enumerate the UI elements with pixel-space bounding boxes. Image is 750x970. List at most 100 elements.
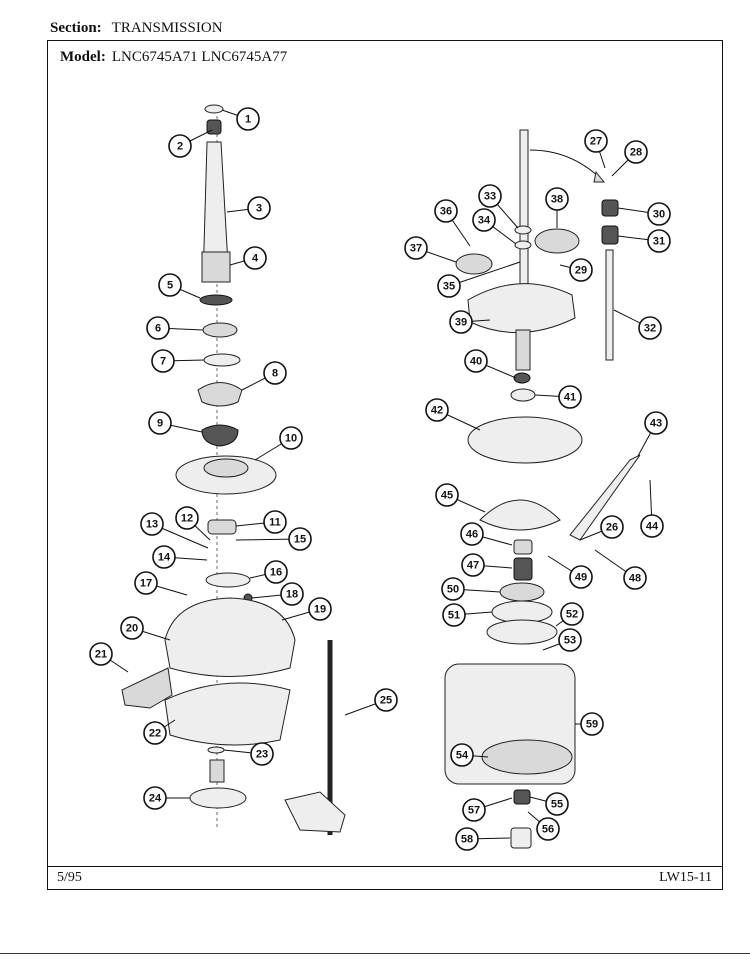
callout-number-24: 24 [149, 793, 162, 805]
callout-number-27: 27 [590, 136, 602, 148]
callout-38: 38 [545, 187, 569, 211]
callout-circle-41 [558, 385, 582, 409]
callout-35: 35 [437, 274, 461, 298]
callout-circle-33 [478, 184, 502, 208]
callout-circle-5 [158, 273, 182, 297]
part-spring-31 [601, 225, 619, 245]
part-washer-16 [205, 572, 251, 588]
callout-number-4: 4 [252, 253, 259, 265]
section-value: TRANSMISSION [111, 20, 223, 36]
callout-circle-21 [89, 642, 113, 666]
model-header: Model:LNC6745A71 LNC6745A77 [60, 49, 287, 66]
callout-circle-54 [450, 743, 474, 767]
callout-number-17: 17 [140, 578, 152, 590]
callout-43: 43 [644, 411, 668, 435]
callout-circle-49 [569, 565, 593, 589]
callout-number-19: 19 [314, 604, 326, 616]
callout-25: 25 [374, 688, 398, 712]
callout-circle-15 [288, 527, 312, 551]
callout-17: 17 [134, 571, 158, 595]
section-header: Section:TRANSMISSION [50, 20, 223, 37]
part-clutch-55 [513, 789, 531, 805]
callout-24: 24 [143, 786, 167, 810]
callout-11: 11 [263, 510, 287, 534]
callout-circle-30 [647, 202, 671, 226]
part-shift-arm-25 [284, 791, 346, 833]
callout-20: 20 [120, 616, 144, 640]
callout-44: 44 [640, 514, 664, 538]
callout-22: 22 [143, 721, 167, 745]
part-drive-wheel-54 [481, 739, 573, 775]
callout-number-28: 28 [630, 147, 642, 159]
callout-circle-19 [308, 597, 332, 621]
callout-55: 55 [545, 792, 569, 816]
callout-number-59: 59 [586, 719, 598, 731]
callout-15: 15 [288, 527, 312, 551]
callout-number-16: 16 [270, 567, 282, 579]
callout-circle-37 [404, 236, 428, 260]
callout-3: 3 [247, 196, 271, 220]
callout-19: 19 [308, 597, 332, 621]
callout-circle-44 [640, 514, 664, 538]
callout-circle-25 [374, 688, 398, 712]
part-gear-37 [455, 253, 493, 275]
callout-number-43: 43 [650, 418, 662, 430]
page-bottom-rule [0, 953, 750, 954]
callout-number-13: 13 [146, 519, 158, 531]
part-washer-6 [202, 322, 238, 338]
callout-40: 40 [464, 349, 488, 373]
callout-circle-10 [279, 426, 303, 450]
callout-number-7: 7 [160, 356, 166, 368]
callout-number-31: 31 [653, 236, 665, 248]
part-sleeve-58 [510, 827, 532, 849]
callout-circle-38 [545, 187, 569, 211]
part-spring-47 [513, 557, 533, 581]
callout-number-57: 57 [468, 805, 480, 817]
callout-58: 58 [455, 827, 479, 851]
callout-circle-53 [558, 628, 582, 652]
callout-circle-18 [280, 582, 304, 606]
callout-number-42: 42 [431, 405, 443, 417]
footer-rule [47, 866, 723, 867]
callout-number-29: 29 [575, 265, 587, 277]
callout-circle-9 [148, 411, 172, 435]
callout-number-35: 35 [443, 281, 455, 293]
callout-41: 41 [558, 385, 582, 409]
callout-42: 42 [425, 398, 449, 422]
callout-number-18: 18 [286, 589, 298, 601]
part-gear-case-39 [467, 283, 576, 334]
part-ring-23 [207, 746, 225, 754]
footer-date: 5/95 [57, 870, 82, 885]
callout-circle-28 [624, 140, 648, 164]
callout-number-38: 38 [551, 194, 563, 206]
callout-number-39: 39 [455, 317, 467, 329]
callout-number-11: 11 [269, 517, 281, 529]
callout-circle-46 [460, 522, 484, 546]
callout-45: 45 [435, 483, 459, 507]
callout-number-56: 56 [542, 824, 554, 836]
callout-circle-22 [143, 721, 167, 745]
footer-code: LW15-11 [659, 870, 712, 885]
callout-12: 12 [175, 506, 199, 530]
callout-circle-24 [143, 786, 167, 810]
callout-number-15: 15 [294, 534, 306, 546]
callout-circle-4 [243, 246, 267, 270]
callout-circle-47 [461, 553, 485, 577]
callout-30: 30 [647, 202, 671, 226]
callout-number-30: 30 [653, 209, 665, 221]
callout-26: 26 [600, 515, 624, 539]
callout-number-1: 1 [245, 114, 251, 126]
model-label: Model: [60, 49, 106, 65]
callout-number-41: 41 [564, 392, 576, 404]
part-gear-38 [534, 228, 580, 254]
callout-number-51: 51 [448, 610, 460, 622]
callout-number-52: 52 [566, 609, 578, 621]
callout-circle-23 [250, 742, 274, 766]
part-drawings [121, 104, 641, 849]
callout-number-49: 49 [575, 572, 587, 584]
callout-number-47: 47 [467, 560, 479, 572]
callout-circle-39 [449, 310, 473, 334]
callout-34: 34 [472, 208, 496, 232]
callout-18: 18 [280, 582, 304, 606]
